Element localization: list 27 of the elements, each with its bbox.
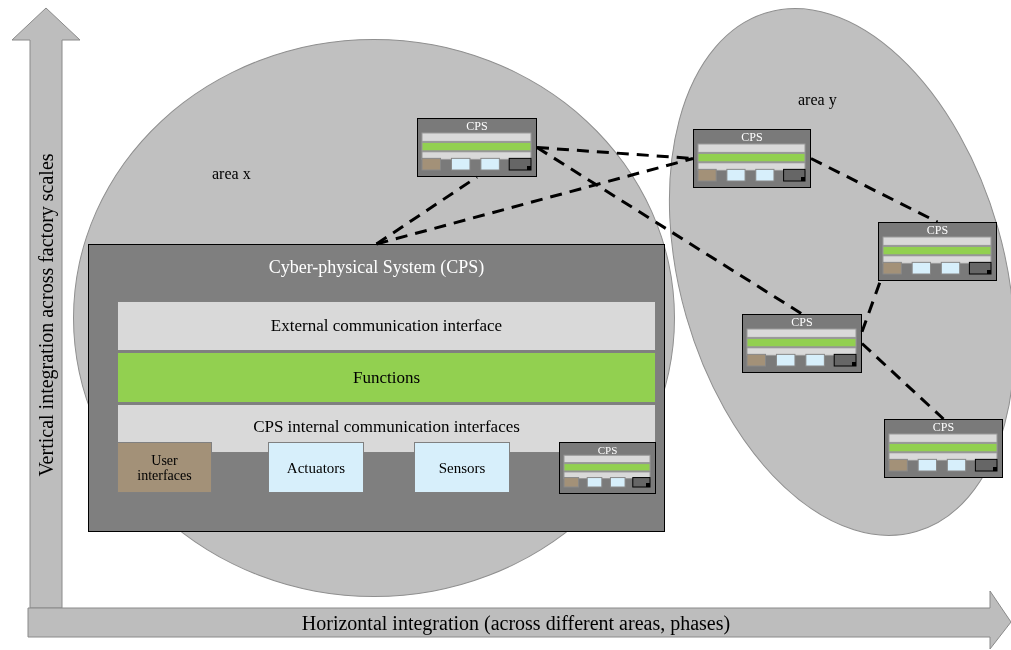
module-title: CPS — [790, 316, 814, 330]
module-title: CPS — [465, 120, 489, 134]
area-label: area x — [212, 165, 251, 183]
dashed-connector — [536, 146, 803, 316]
component-label: External communication interface — [269, 316, 504, 336]
module-title: CPS — [931, 421, 956, 435]
user-interface-box — [117, 442, 212, 493]
component-box — [414, 442, 510, 493]
dashed-connector — [860, 280, 882, 333]
component-label: User interfaces — [136, 452, 193, 483]
module-title: CPS — [740, 131, 764, 145]
dashed-connector — [810, 157, 939, 224]
functions-band — [117, 352, 656, 403]
component-label: Sensors — [437, 459, 487, 476]
module-title: CPS — [925, 224, 950, 238]
component-box — [268, 442, 364, 493]
component-label: CPS internal communication interfaces — [252, 418, 521, 437]
component-label: Functions — [351, 368, 422, 387]
interface-band — [117, 301, 656, 351]
component-label: Actuators — [285, 459, 347, 476]
module-title: CPS — [596, 444, 619, 457]
axis-label: Horizontal integration (across different areas, phases) — [301, 613, 731, 633]
dashed-connector — [860, 342, 945, 421]
area-label: area y — [798, 91, 837, 109]
panel-title: Cyber-physical System (CPS) — [267, 258, 486, 278]
axis-label: Vertical integration across factory scales — [36, 153, 56, 477]
dashed-connector — [376, 157, 694, 246]
